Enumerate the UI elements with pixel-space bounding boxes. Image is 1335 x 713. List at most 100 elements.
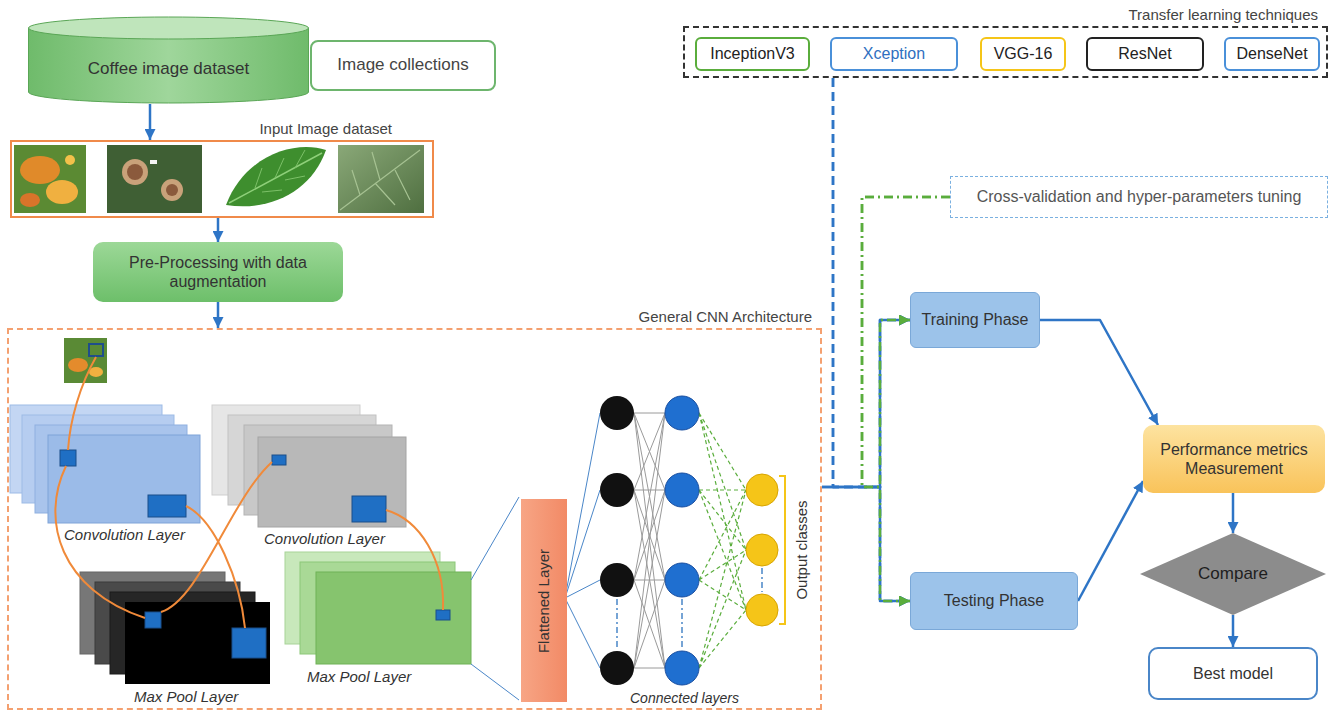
layer-label: Convolution Layer	[262, 530, 387, 548]
cnn-region: General CNN ArchitectureFlattened Layer	[7, 328, 822, 710]
output-links	[699, 490, 746, 668]
flow-arrow	[1040, 320, 1158, 425]
network-links	[565, 413, 600, 668]
flow-arrow	[833, 78, 910, 487]
leaf-photo	[255, 150, 305, 192]
feature-arrow	[186, 506, 245, 628]
group-heading: Input Image dataset	[259, 120, 392, 138]
model-box: InceptionV3	[695, 37, 810, 71]
convolution-stack	[10, 405, 200, 523]
leaf-photo	[46, 180, 78, 204]
layer-name: Flattened Layer	[535, 548, 553, 652]
convolution-stack	[272, 455, 286, 465]
maxpool-stack	[125, 602, 270, 684]
leaf-photo	[107, 145, 202, 213]
output-links	[699, 490, 746, 610]
node-text: Xception	[863, 44, 925, 63]
phase-box: Testing Phase	[910, 572, 1078, 630]
leaf-photo	[65, 155, 75, 165]
node-text: Best model	[1193, 664, 1273, 683]
neuron	[746, 474, 778, 506]
node-text: Testing Phase	[944, 591, 1045, 610]
cylinder-top	[29, 17, 309, 39]
maxpool-stack	[436, 610, 450, 620]
flatten-link	[471, 664, 519, 700]
leaf-photo	[20, 156, 60, 184]
leaf-photo	[20, 193, 40, 207]
convolution-stack	[148, 495, 186, 517]
leaf-photo	[338, 145, 424, 213]
model-box: ResNet	[1086, 37, 1204, 71]
dataset-cylinder: Coffee image dataset	[27, 16, 310, 104]
node-text: Performance metrics Measurement	[1151, 440, 1317, 478]
convolution-stack	[352, 496, 386, 522]
leaf-photo	[166, 184, 178, 196]
flow-arrow	[1232, 493, 1235, 533]
convolution-stack	[48, 435, 200, 523]
maxpool-stack	[316, 572, 471, 664]
leaf-photo	[107, 145, 202, 213]
group-heading: Transfer learning techniques	[1128, 6, 1318, 24]
feature-arrow	[55, 357, 443, 628]
source-box: Image collections	[310, 40, 496, 91]
layer-label: Convolution Layer	[62, 526, 187, 544]
network-links	[634, 413, 665, 668]
input-leaf	[68, 358, 88, 372]
node-text: Cross-validation and hyper-parameters tu…	[977, 187, 1302, 206]
layer-label: Max Pool Layer	[305, 668, 413, 686]
convolution-stack	[258, 437, 406, 527]
node-text: ResNet	[1118, 44, 1171, 63]
network-links	[565, 413, 600, 668]
output-links	[699, 413, 746, 668]
convolution-stack	[212, 405, 406, 527]
model-group: Transfer learning techniquesInceptionV3X…	[683, 26, 1328, 78]
flow-arrow	[217, 302, 220, 328]
flow-arrow	[217, 218, 220, 242]
leaf-photo	[338, 145, 424, 213]
output-bracket	[779, 476, 785, 624]
network-links	[634, 413, 665, 668]
maxpool-stack	[80, 572, 270, 684]
axis-label: Output classes	[793, 498, 811, 601]
input-leaf	[89, 344, 103, 356]
leaf-photo	[222, 145, 329, 213]
leaf-photo	[161, 179, 183, 201]
neuron	[600, 563, 634, 597]
neuron	[600, 396, 778, 685]
network-links	[634, 413, 665, 668]
flow-arrow	[1232, 615, 1235, 647]
result-box: Best model	[1148, 647, 1318, 700]
leaf-photo	[14, 145, 86, 213]
model-box: Xception	[830, 37, 958, 71]
neuron	[665, 563, 699, 597]
neuron	[746, 534, 778, 566]
leaf-photo	[222, 145, 329, 213]
flow-arrow	[1078, 481, 1143, 601]
network-links	[634, 413, 665, 668]
output-bracket	[779, 476, 785, 624]
flow-arrow	[822, 487, 910, 601]
leaf-photo	[122, 159, 148, 185]
model-box: DenseNet	[1224, 37, 1320, 71]
network-links	[634, 413, 665, 668]
group-heading: General CNN Architecture	[639, 308, 812, 326]
neuron	[665, 473, 699, 507]
convolution-stack	[60, 450, 76, 466]
ellipsis-dots	[761, 568, 763, 592]
leaf-photo	[226, 147, 326, 206]
decision-diamond: Compare	[1140, 533, 1326, 615]
metrics-box: Performance metrics Measurement	[1143, 425, 1325, 493]
leaf-photo	[14, 145, 86, 213]
node-text: Compare	[1198, 564, 1268, 584]
feature-arrow	[68, 357, 96, 450]
node-text: InceptionV3	[710, 44, 795, 63]
image-strip: Input Image dataset	[10, 140, 434, 218]
tuning-box: Cross-validation and hyper-parameters tu…	[950, 176, 1328, 218]
feature-arrow	[386, 510, 443, 610]
flatten-link	[471, 497, 519, 700]
leaf-photo	[127, 164, 143, 180]
leaf-photo	[150, 160, 157, 164]
neuron	[600, 396, 634, 430]
